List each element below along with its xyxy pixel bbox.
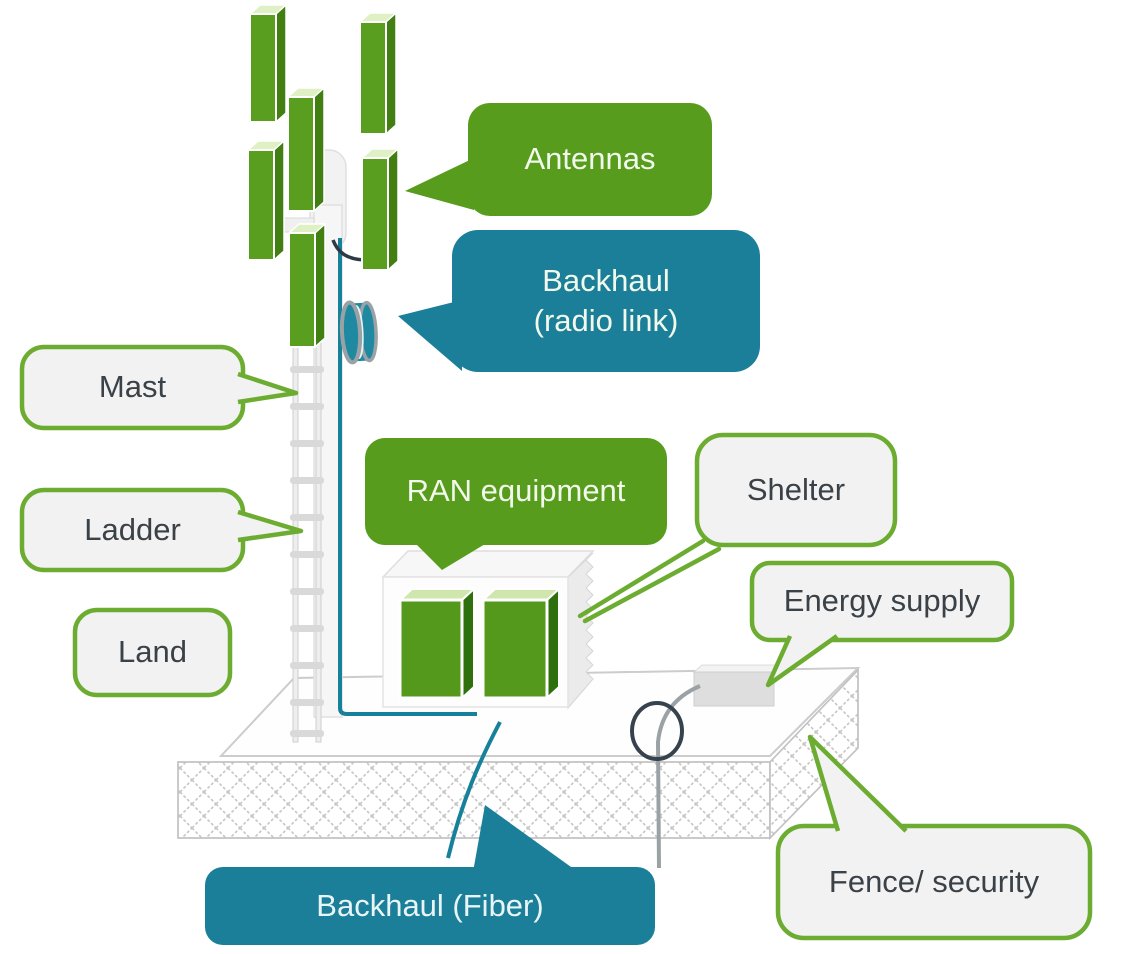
antenna-panel-icon: [247, 140, 285, 261]
antenna-array: [247, 4, 399, 348]
antenna-panel-icon: [359, 12, 397, 135]
callout-shapes: [19, 103, 1093, 945]
fence-security-callout: [775, 734, 1093, 941]
ladder-callout: [19, 487, 304, 573]
antennas-callout: [405, 103, 712, 216]
mast-callout: [19, 344, 299, 431]
ran-cabinet-icon: [480, 586, 562, 701]
cable-loop-icon: [630, 701, 684, 761]
energy-supply-callout: [749, 560, 1015, 688]
antenna-panel-icon: [249, 4, 287, 123]
fiber-riser-cable-icon: [338, 238, 477, 716]
microwave-drum-icon: [339, 300, 378, 365]
antenna-panel-icon: [287, 87, 325, 212]
antenna-panel-icon: [288, 223, 326, 348]
backhaul-fiber-callout: [205, 805, 655, 945]
shelter-callout: [577, 432, 898, 624]
ran-cabinet-icon: [397, 586, 477, 701]
power-cable-icon: [655, 684, 701, 869]
fiber-cable-icon: [446, 721, 502, 859]
antenna-panel-icon: [361, 148, 399, 271]
antenna-feeder-cable-icon: [331, 239, 365, 262]
backhaul-radio-callout: [398, 230, 760, 372]
land-callout: [72, 607, 233, 698]
ran-equipment-callout: [365, 438, 667, 570]
